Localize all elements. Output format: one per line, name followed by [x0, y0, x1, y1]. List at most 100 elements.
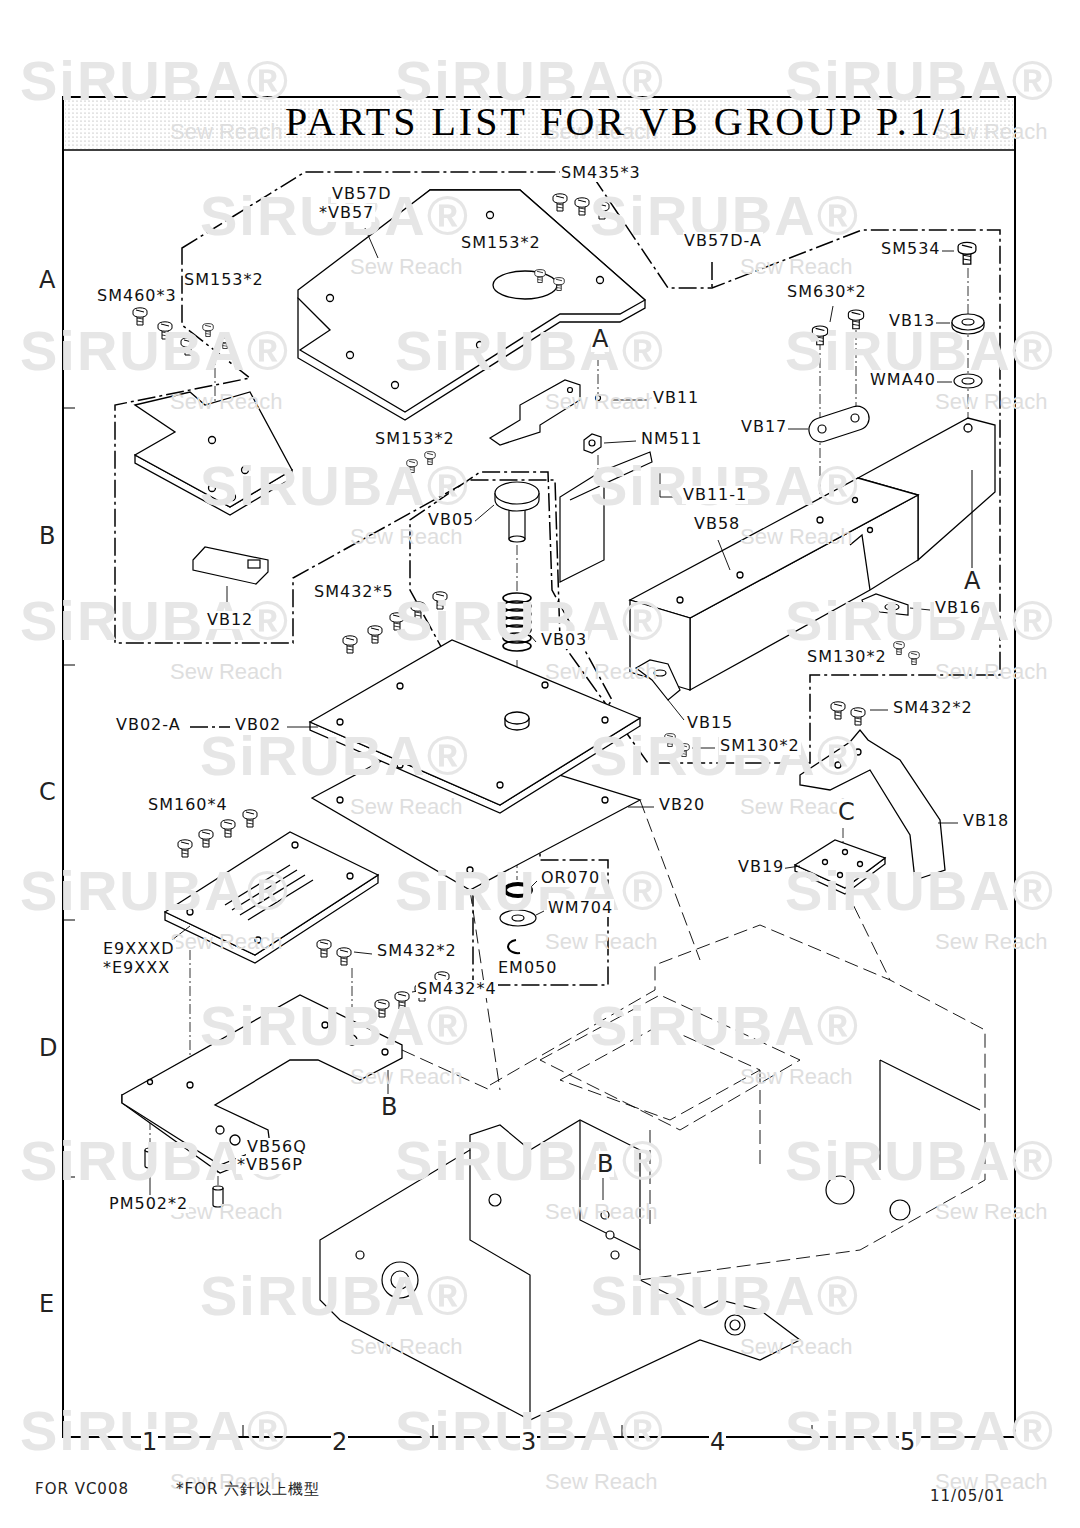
plate-vb02 [397, 683, 403, 689]
part-vb12 [193, 547, 268, 584]
screws [553, 194, 567, 211]
watermark: Sew Reach [170, 120, 283, 144]
part-number: E9XXXD [102, 940, 176, 958]
top-cover-plate [597, 277, 604, 284]
part-number: VB11 [652, 389, 700, 407]
plate-vb20 [602, 797, 608, 803]
centre-line [150, 268, 968, 1185]
top-cover-plate [347, 352, 354, 359]
part-number: WMA40 [869, 371, 937, 389]
watermark: SiRUBA® [590, 1265, 860, 1327]
part-number: SM435*3 [560, 164, 642, 182]
part-number: VB03 [540, 631, 588, 649]
throat-plate [292, 842, 298, 848]
part-number: PM502*2 [108, 1195, 189, 1213]
grid-reference: A [591, 326, 609, 352]
machine-body [489, 1194, 501, 1206]
watermark: SiRUBA® [590, 725, 860, 787]
watermark: SiRUBA® [395, 860, 665, 922]
plate-vb19 [843, 850, 848, 855]
watermark: SiRUBA® [785, 860, 1055, 922]
group-outline [115, 172, 1000, 763]
screws [317, 940, 331, 957]
part-number: SM130*2 [806, 648, 888, 666]
watermark: SiRUBA® [785, 590, 1055, 652]
knob-vb05 [495, 482, 539, 504]
plate-vb17 [818, 425, 826, 433]
top-cover-plate [392, 382, 399, 389]
watermark: SiRUBA® [395, 1130, 665, 1192]
top-cover-plate [493, 271, 557, 299]
watermark: SiRUBA® [785, 1400, 1055, 1462]
leader-line [604, 441, 636, 443]
screws [554, 278, 565, 291]
watermark: Sew Reach [545, 390, 658, 414]
housing-vb58 [737, 572, 743, 578]
part-number: VB05 [427, 511, 475, 529]
watermark: Sew Reach [350, 1065, 463, 1089]
machine-body [890, 1200, 910, 1220]
grid-reference: A [38, 267, 56, 293]
plate-vb17 [806, 403, 872, 445]
nut-nm511 [584, 434, 601, 453]
watermark: Sew Reach [935, 930, 1048, 954]
housing-vb58 [850, 535, 870, 590]
housing-vb58 [964, 424, 972, 432]
part-number: OR070 [540, 869, 601, 887]
housing-vb58 [677, 597, 683, 603]
grid-reference: 5 [899, 1429, 916, 1455]
part-number: VB15 [686, 714, 734, 732]
leader-line [718, 540, 730, 570]
part-number: VB16 [934, 599, 982, 617]
page-frame [63, 97, 1015, 1437]
page-frame [63, 408, 75, 409]
plate-vb17 [851, 414, 859, 422]
nut-nm511 [584, 434, 601, 453]
part-number: SM432*4 [416, 980, 498, 998]
part-number: WM704 [547, 899, 614, 917]
watermark: SiRUBA® [590, 995, 860, 1057]
base-plate-vb56q [148, 1080, 153, 1085]
watermark: SiRUBA® [200, 725, 470, 787]
page-frame [63, 665, 75, 666]
watermark: Sew Reach [170, 390, 283, 414]
watermark: Sew Reach [170, 660, 283, 684]
part-number: VB02 [234, 716, 282, 734]
screws [909, 652, 920, 665]
part-number: VB57D-A [683, 232, 763, 250]
machine-body [356, 1251, 364, 1259]
part-number: EM050 [497, 959, 558, 977]
footnote: FOR VC008 [35, 1481, 129, 1498]
watermark: Sew Reach [740, 525, 853, 549]
part-number: VB13 [888, 312, 936, 330]
watermark: SiRUBA® [395, 590, 665, 652]
screws [337, 948, 351, 965]
grid-reference: D [38, 1035, 58, 1061]
part-number: VB17 [740, 418, 788, 436]
watermark: Sew Reach [740, 1065, 853, 1089]
top-cover-plate [327, 295, 334, 302]
part-number: *VB57 [318, 204, 375, 222]
plate-vb02 [505, 712, 529, 724]
part-number: SM460*3 [96, 287, 178, 305]
grid-reference: 4 [709, 1429, 726, 1455]
part-vb12 [248, 560, 260, 568]
grid-reference: A [963, 568, 981, 594]
screws [243, 810, 257, 827]
watermark: Sew Reach [935, 660, 1048, 684]
part-number: SM432*2 [892, 699, 974, 717]
part-number: SM160*4 [147, 796, 229, 814]
grid-reference: 3 [520, 1429, 537, 1455]
part-number: SM630*2 [786, 283, 868, 301]
screws [575, 198, 589, 215]
housing-vb58 [868, 528, 873, 533]
watermark: Sew Reach [935, 1200, 1048, 1224]
watermark: Sew Reach [350, 795, 463, 819]
part-number: SM153*2 [460, 234, 542, 252]
part-number: SM130*2 [719, 737, 801, 755]
part-number: SM534 [880, 240, 942, 258]
part-number: *VB56P [236, 1156, 304, 1174]
part-vb12 [193, 547, 268, 584]
watermark: Sew Reach [740, 255, 853, 279]
